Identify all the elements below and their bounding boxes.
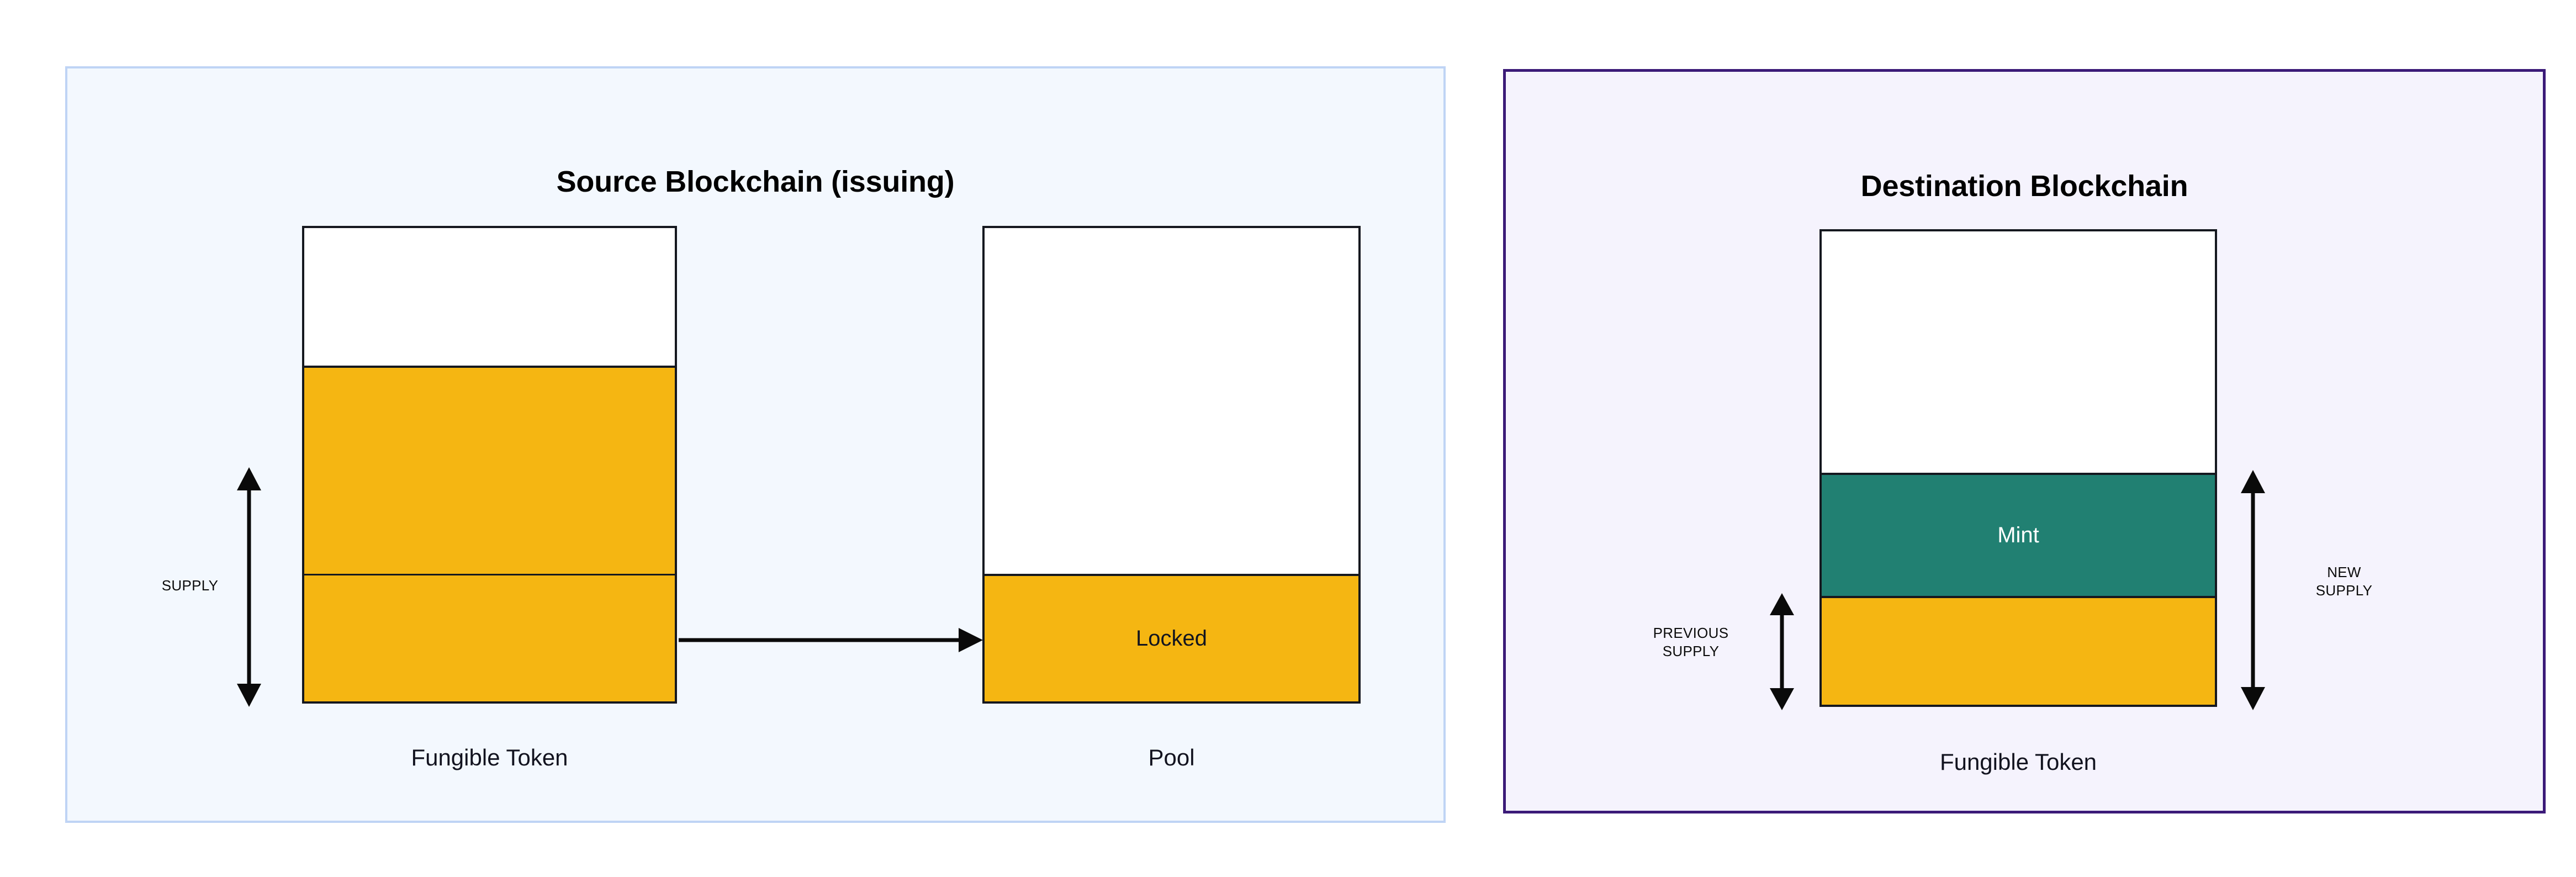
source-token-supply-upper-segment xyxy=(304,365,675,574)
pool-locked-label: Locked xyxy=(1136,626,1207,651)
source-blockchain-panel: Source Blockchain (issuing) Locked xyxy=(65,66,1446,823)
supply-measure-label: SUPPLY xyxy=(161,577,219,594)
pool-bar-caption: Pool xyxy=(1148,744,1195,770)
destination-panel-title: Destination Blockchain xyxy=(1860,170,2188,203)
destination-token-bar-caption: Fungible Token xyxy=(1939,749,2097,775)
source-token-supply-lower-segment xyxy=(304,573,675,701)
source-panel-title: Source Blockchain (issuing) xyxy=(556,165,955,198)
supply-measure-arrow xyxy=(237,467,261,707)
pool-bar: Locked xyxy=(982,226,1361,704)
source-token-bar-caption: Fungible Token xyxy=(411,744,568,770)
destination-token-headroom-segment xyxy=(1822,231,2215,473)
destination-fungible-token-bar: Mint xyxy=(1819,229,2217,707)
pool-empty-segment xyxy=(985,228,1358,574)
transfer-arrow xyxy=(679,628,983,652)
destination-token-mint-label: Mint xyxy=(1997,523,2039,548)
destination-blockchain-panel: Destination Blockchain Mint PREVIOUS SUP… xyxy=(1503,69,2546,813)
source-fungible-token-bar xyxy=(302,226,677,704)
destination-token-mint-segment: Mint xyxy=(1822,473,2215,596)
destination-token-previous-supply-segment xyxy=(1822,595,2215,705)
source-token-headroom-segment xyxy=(304,228,675,366)
pool-locked-segment: Locked xyxy=(985,573,1358,701)
new-supply-measure-label: NEW SUPPLY xyxy=(2315,564,2373,599)
previous-supply-measure-label: PREVIOUS SUPPLY xyxy=(1653,625,1729,659)
new-supply-measure-arrow xyxy=(2241,470,2265,710)
previous-supply-measure-arrow xyxy=(1770,593,1794,710)
